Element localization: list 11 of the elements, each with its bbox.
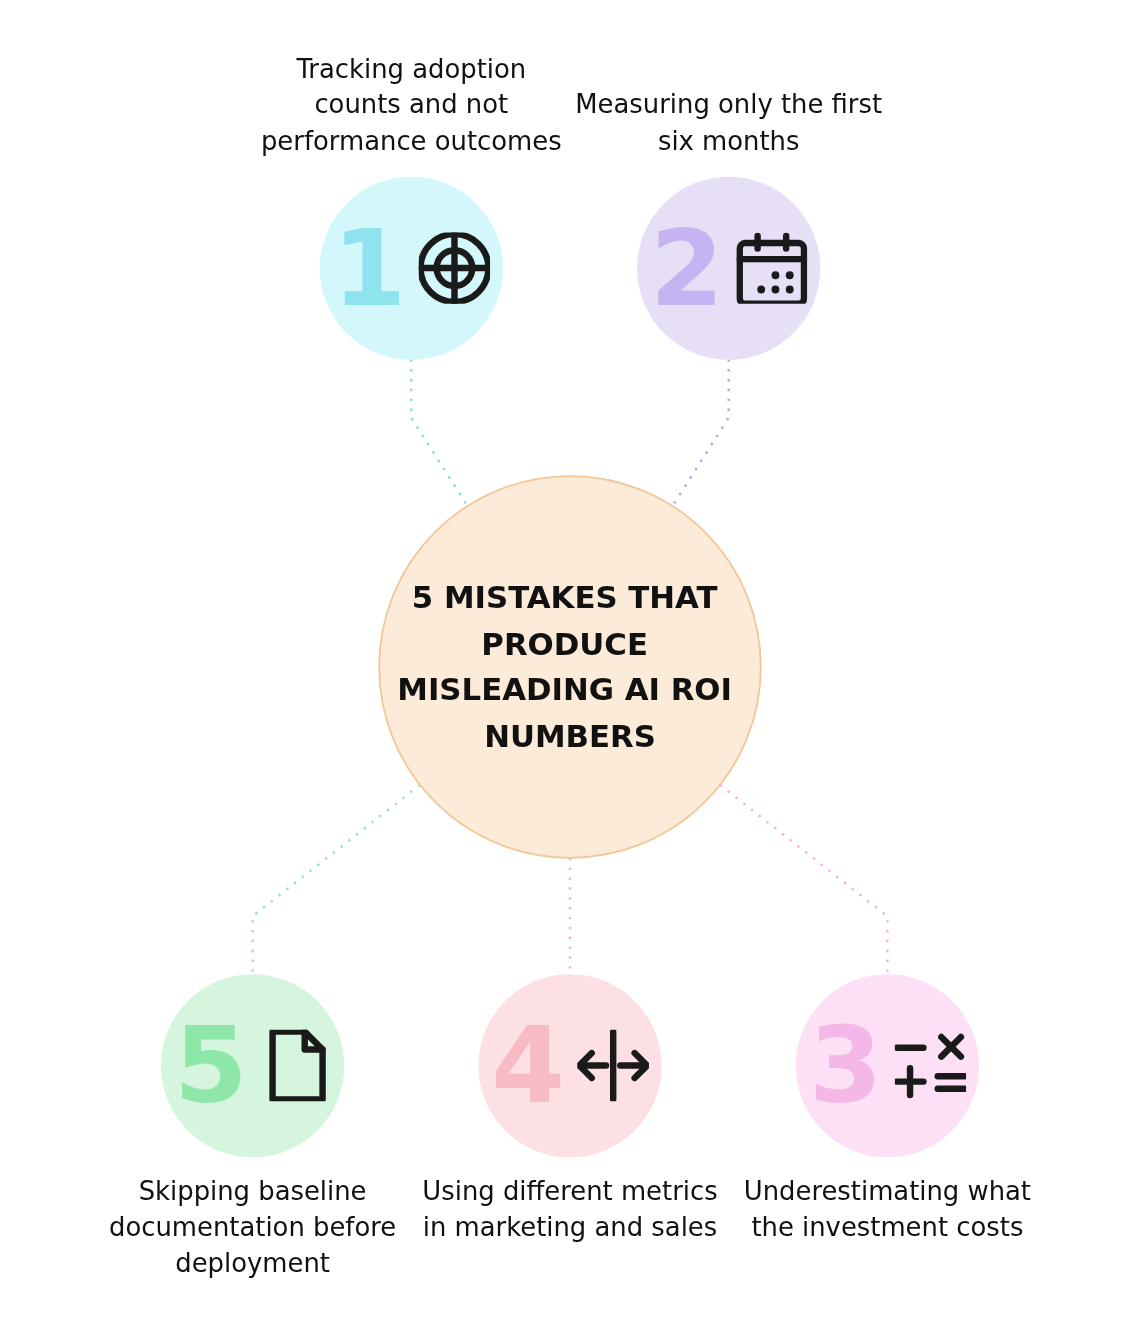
dotted-connector [410, 359, 469, 507]
dotted-connector [251, 783, 421, 975]
caption-text: Using different metrics in marketing and sales [421, 1175, 719, 1245]
dotted-connector [671, 359, 730, 507]
caption-text: Tracking adoption counts and not performance outcomes [259, 52, 563, 158]
central-heading: 5 MISTAKES THAT PRODUCE MISLEADING AI ROI NUMBERS [396, 578, 733, 756]
caption-text: Skipping baseline documentation before deployment [108, 1175, 398, 1281]
step-number: 1 [332, 212, 407, 324]
caption-text: Underestimating what the investment costs [742, 1175, 1032, 1245]
caption-text: Measuring only the first six months [574, 89, 883, 158]
step-number: 5 [173, 1010, 248, 1122]
